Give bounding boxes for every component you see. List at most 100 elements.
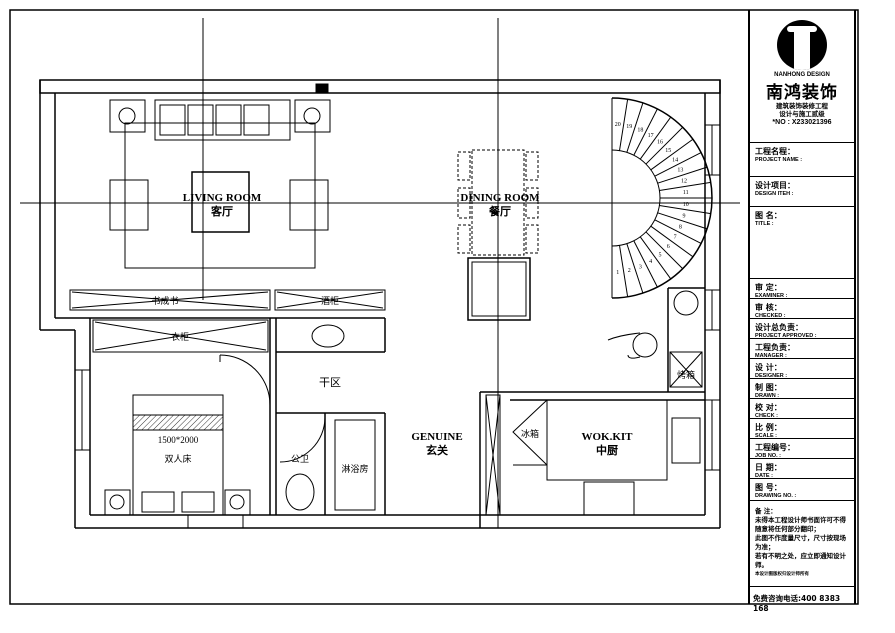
interior-walls (90, 287, 705, 528)
title-field: 设 计：DESIGNER : (750, 359, 854, 379)
stair-tread (659, 181, 711, 191)
title-field: 工程负责：MANAGER : (750, 339, 854, 359)
stair-number: 9 (682, 213, 685, 219)
shower-label: 淋浴房 (341, 463, 368, 474)
title-field: 审 核：CHECKED : (750, 299, 854, 319)
stair-number: 11 (683, 190, 689, 196)
stove-icon (583, 481, 635, 516)
title-field: 日 期：DATE : (750, 459, 854, 479)
dining-room-cn: 餐厅 (488, 204, 511, 218)
stair-number: 17 (648, 133, 654, 139)
stair-number: 16 (657, 140, 663, 146)
field-label-cn: 制 图： (755, 383, 782, 392)
bed-label: 双人床 (164, 453, 191, 464)
cert-no: *NO : X233021396 (772, 119, 832, 126)
basin-icon (311, 324, 345, 348)
stair-number: 8 (679, 224, 682, 230)
toilet-label: 公卫 (291, 454, 309, 464)
kitchen-label: WOK.KIT (581, 431, 633, 443)
stair-tread (650, 225, 694, 258)
stair-tread (650, 138, 694, 171)
field-label-cn: 图 名： (755, 211, 782, 220)
field-label-cn: 比 例： (755, 423, 782, 432)
stair-number: 15 (665, 148, 671, 154)
stair-number: 20 (615, 122, 621, 128)
notes: 备 注： 未得本工程设计师书面许可不得随意将任何部分翻印； 此图不作度量尺寸，尺… (750, 501, 854, 587)
column-logo-icon (777, 20, 827, 70)
field-label-en: DRAWING NO. : (755, 493, 797, 499)
dining-table (457, 149, 539, 256)
title-block: NANHONG DESIGN 南鸿装饰 建筑装饰装修工程 设计与施工贰级 *NO… (748, 10, 856, 613)
stair-number: 2 (628, 268, 631, 274)
stair-number: 18 (637, 128, 643, 134)
stair-number: 19 (626, 124, 632, 130)
title-field: 校 对：CHECK : (750, 399, 854, 419)
stair-tread (633, 240, 658, 288)
fridge-outline (512, 399, 548, 466)
dining-island-inner (471, 261, 527, 317)
phone: 免费咨询电话:400 8383 168 (753, 594, 841, 613)
field-label-cn: 日 期： (755, 463, 782, 472)
spiral-staircase (611, 97, 713, 299)
cabinet-2-label: 酒柜 (321, 295, 339, 306)
round-sink-icon (673, 290, 699, 316)
fridge-label: 冰箱 (521, 428, 539, 439)
exterior-walls (39, 79, 721, 529)
brand-cn: 南鸿装饰 (766, 83, 838, 103)
field-label-en: PROJECT APPROVED : (755, 333, 817, 339)
wardrobe-label: 衣柜 (171, 331, 189, 342)
double-bed (104, 394, 251, 516)
stair-tread (654, 152, 702, 177)
field-label-cn: 审 定： (755, 283, 782, 292)
stair-number: 13 (677, 168, 683, 174)
living-room-cn: 客厅 (210, 204, 233, 218)
title-field: 审 定：EXAMINER : (750, 279, 854, 299)
genuine-cn: 玄关 (426, 443, 448, 457)
stair-tread (657, 166, 708, 184)
field-label-en: MANAGER : (755, 353, 787, 359)
oven-box (669, 351, 703, 388)
title-field: 制 图：DRAWN : (750, 379, 854, 399)
stair-tread (654, 219, 702, 244)
stair-number: 4 (649, 259, 652, 265)
field-label-en: EXAMINER : (755, 293, 788, 299)
title-field: 设计总负责：PROJECT APPROVED : (750, 319, 854, 339)
stair-tread (645, 126, 684, 165)
field-label-en: DRAWN : (755, 393, 780, 399)
stair-tread (645, 231, 684, 270)
windows (74, 83, 721, 529)
stair-tread (619, 99, 629, 151)
dining-island (467, 257, 531, 321)
genuine-label: GENUINE (411, 431, 462, 443)
field-label-cn: 设计总负责： (755, 323, 803, 332)
cabinets (69, 289, 386, 353)
field-label-en: JOB NO. : (755, 453, 781, 459)
field-label-cn: 工程名程： (755, 147, 795, 156)
field-label-en: DESIGNER : (755, 373, 788, 379)
toilet-door (279, 417, 326, 463)
field-label-cn: 工程负责： (755, 343, 795, 352)
living-furniture (109, 99, 331, 269)
stair-tread (639, 116, 672, 160)
stair-tread (639, 236, 672, 280)
field-label-en: DATE : (755, 473, 773, 479)
shower-tray (334, 419, 376, 511)
brand-subtitle-1: 建筑装饰装修工程 (776, 103, 828, 110)
stair-number: 6 (667, 244, 670, 250)
stair-number: 12 (681, 179, 687, 185)
field-label-en: PROJECT NAME : (755, 157, 803, 163)
title-field: 工程名程：PROJECT NAME : (750, 143, 854, 177)
notes-line: 此图不作度量尺寸，尺寸按现场为准； (755, 534, 846, 551)
stair-number: 10 (683, 202, 689, 208)
notes-line: 本设计图版权归设计师所有 (755, 572, 809, 577)
stair-tread (659, 205, 711, 215)
title-field: 比 例：SCALE : (750, 419, 854, 439)
title-field: 工程编号：JOB NO. : (750, 439, 854, 459)
field-label-cn: 审 核： (755, 303, 782, 312)
stair-tread (633, 108, 658, 156)
stair-number: 5 (659, 252, 662, 258)
brand-subtitle-2: 设计与施工贰级 (779, 111, 825, 118)
sink-icon (671, 417, 701, 464)
sheet-border (9, 9, 859, 605)
